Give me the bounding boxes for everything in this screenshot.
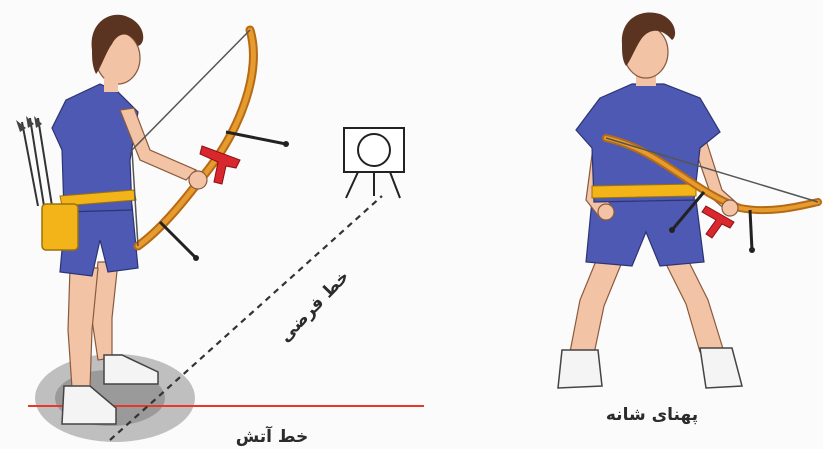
target-icon (344, 128, 404, 198)
shoe-right (700, 348, 742, 388)
imaginary-line-label: خط فرضی (275, 267, 353, 347)
right-archer-front-view (558, 12, 818, 388)
shoe-left (558, 350, 602, 388)
bow-left (132, 30, 289, 261)
shoulder-width-label: پهنای شانه (606, 405, 698, 425)
fire-line-label: خط آتش (236, 425, 309, 447)
